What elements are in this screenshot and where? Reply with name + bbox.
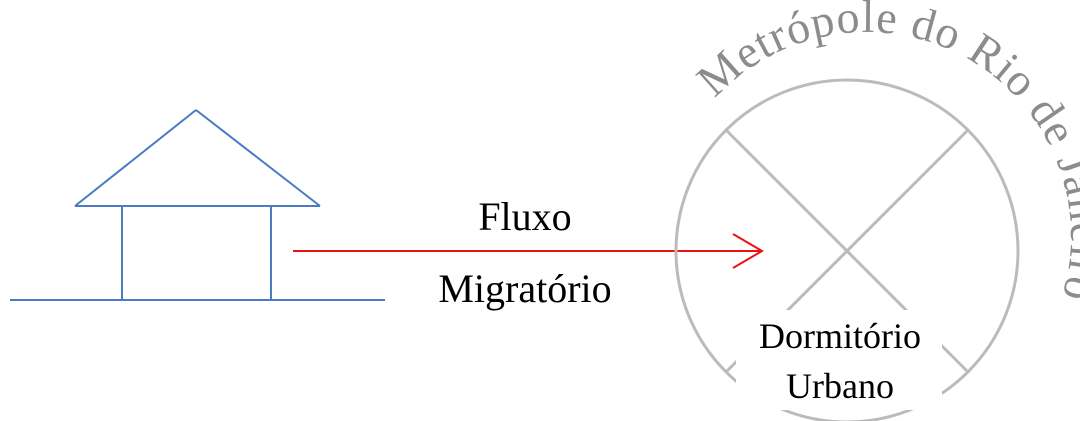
arrow-right-icon (293, 233, 764, 269)
inner-label-line1: Dormitório (759, 316, 921, 356)
house-icon (10, 109, 385, 301)
roof-left-slope (74, 109, 197, 207)
circle-outline (674, 78, 1020, 421)
arrow-label-line1: Fluxo (478, 194, 571, 239)
arrow-head (732, 233, 764, 269)
roof-right-slope (195, 109, 321, 207)
inner-label-line2: Urbano (786, 366, 894, 406)
arrow-label-line2: Migratório (438, 266, 611, 311)
inner-label: Dormitório Urbano (736, 310, 942, 410)
inner-label-backdrop (736, 310, 942, 410)
